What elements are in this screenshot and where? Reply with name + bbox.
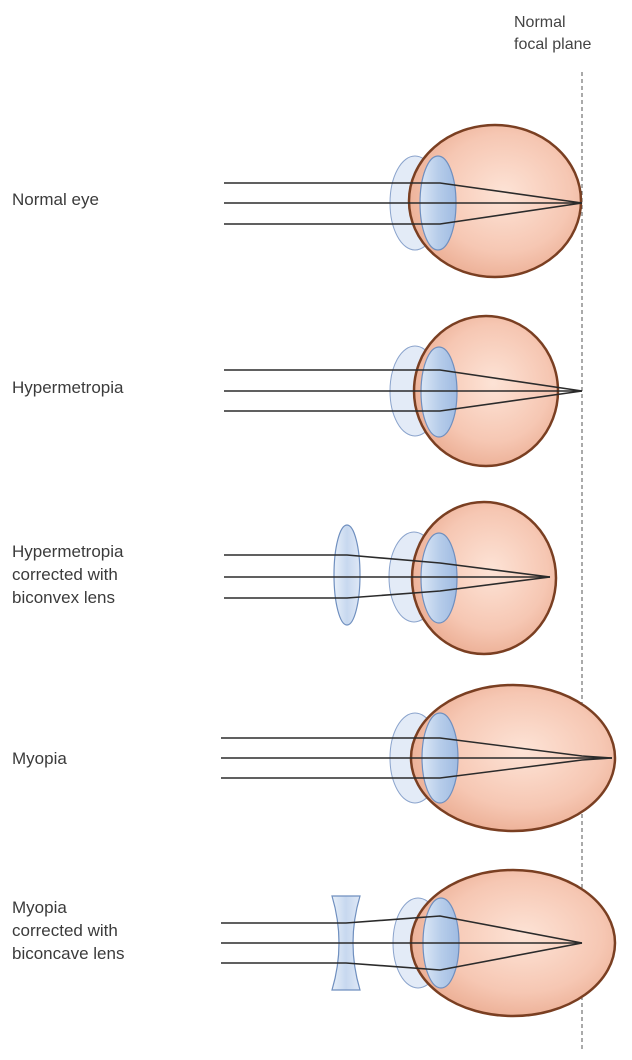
label-line: Normal eye [12, 188, 99, 211]
label-line: Myopia [12, 747, 67, 770]
label-line: Hypermetropia [12, 376, 124, 399]
label-line: corrected with [12, 563, 124, 586]
focal-plane-label-line: Normal [514, 12, 591, 34]
label-myopia: Myopia [12, 747, 67, 770]
label-line: Myopia [12, 896, 124, 919]
panel-hypermetropia [224, 316, 582, 466]
label-normal-eye: Normal eye [12, 188, 99, 211]
panel-myopia [221, 685, 615, 831]
panel-myopia-corrected [221, 870, 615, 1016]
panel-normal-eye [224, 125, 582, 277]
label-line: corrected with [12, 919, 124, 942]
eye-lens [421, 347, 457, 437]
focal-plane-label: Normal focal plane [514, 12, 591, 56]
label-hypermetropia: Hypermetropia [12, 376, 124, 399]
focal-plane-label-line: focal plane [514, 34, 591, 56]
label-line: biconcave lens [12, 942, 124, 965]
biconvex-lens [334, 525, 360, 625]
label-myopia-corrected: Myopia corrected with biconcave lens [12, 896, 124, 965]
label-line: Hypermetropia [12, 540, 124, 563]
panel-hypermetropia-corrected [224, 502, 556, 654]
label-hypermetropia-corrected: Hypermetropia corrected with biconvex le… [12, 540, 124, 609]
label-line: biconvex lens [12, 586, 124, 609]
eye-lens [421, 533, 457, 623]
